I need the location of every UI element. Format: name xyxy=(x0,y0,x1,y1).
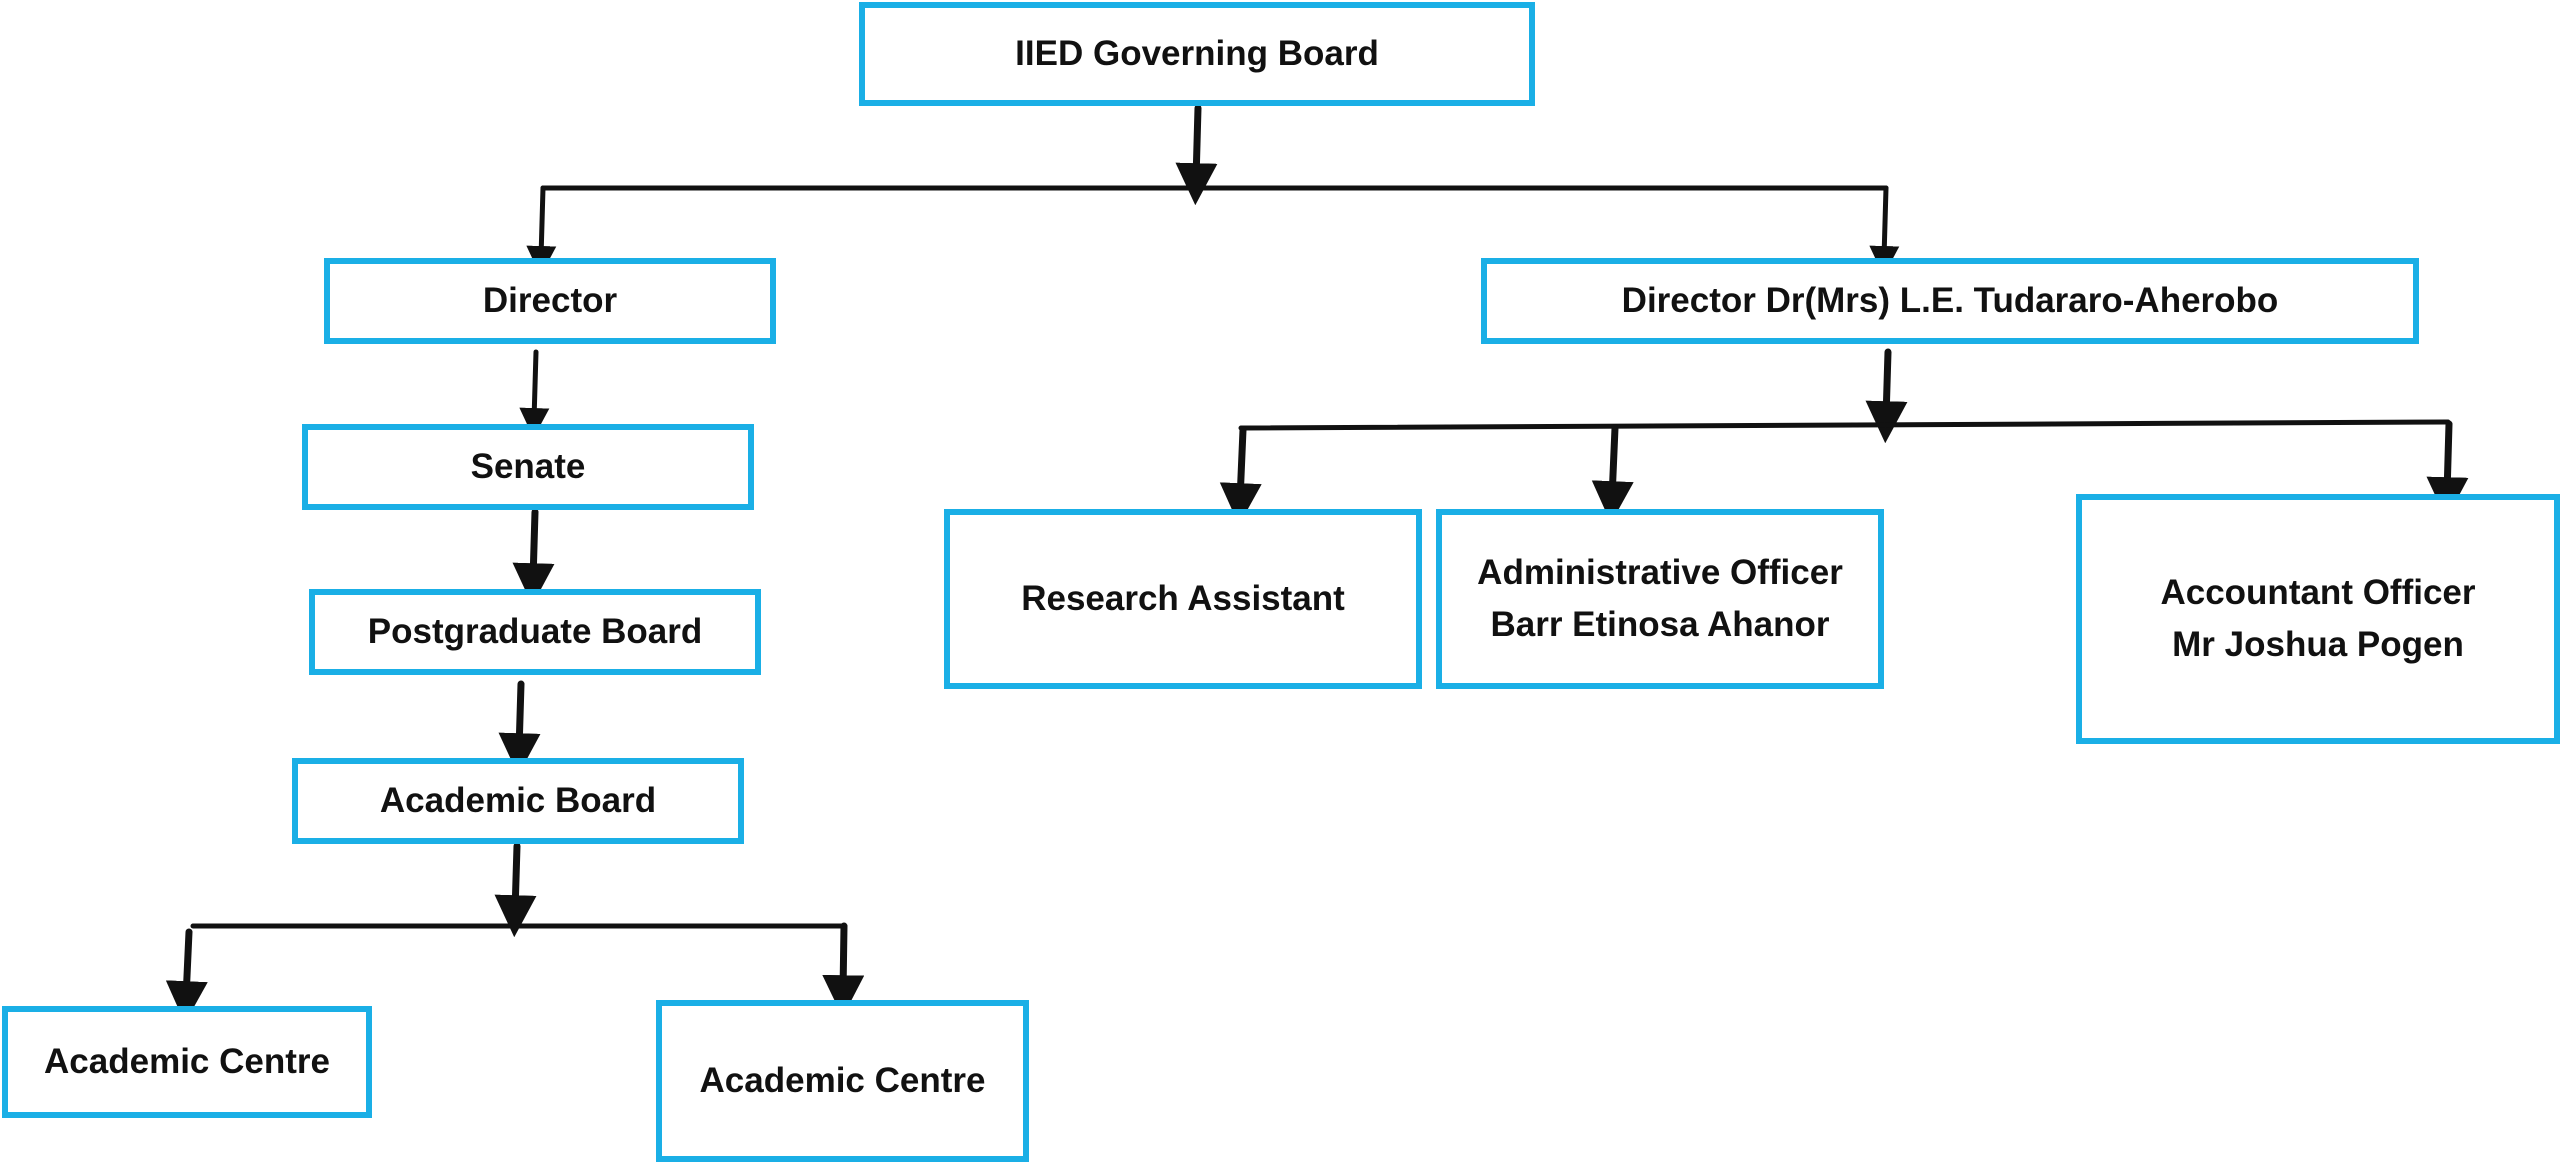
node-academic-centre-2: Academic Centre xyxy=(656,1000,1029,1162)
connector-director-to-senate xyxy=(519,349,550,438)
connector-board-to-bar xyxy=(1175,104,1218,206)
node-director-right: Director Dr(Mrs) L.E. Tudararo-Aherobo xyxy=(1481,258,2419,344)
connector-to-accountant-officer xyxy=(2426,420,2469,520)
node-research-assistant: Research Assistant xyxy=(944,509,1422,689)
node-person-name: Barr Etinosa Ahanor xyxy=(1490,605,1830,644)
connector-right-bar xyxy=(1238,419,2451,431)
node-person-name: Mr Joshua Pogen xyxy=(2172,625,2464,664)
node-title: Administrative Officer xyxy=(1477,552,1843,592)
connector-to-director-left xyxy=(526,185,557,276)
node-admin-officer: Administrative Officer Barr Etinosa Ahan… xyxy=(1436,509,1884,689)
node-label: Director Dr(Mrs) L.E. Tudararo-Aherobo xyxy=(1621,280,2279,320)
node-label: Postgraduate Board xyxy=(367,611,703,651)
node-label: Academic Centre xyxy=(699,1060,986,1100)
node-accountant-officer: Accountant Officer Mr Joshua Pogen xyxy=(2076,494,2560,744)
node-label: Director xyxy=(482,280,618,320)
connector-to-academic-centre-2 xyxy=(822,922,865,1018)
connector-senate-to-postgraduate xyxy=(512,508,555,606)
connector-to-academic-centre-1 xyxy=(165,928,208,1024)
node-label: IIED Governing Board xyxy=(1015,33,1379,73)
connector-postgraduate-to-academic-board xyxy=(498,680,541,776)
connector-academic-board-to-bar xyxy=(494,842,537,938)
node-governing-board: IIED Governing Board xyxy=(859,2,1535,106)
node-label: Senate xyxy=(470,446,586,486)
node-academic-board: Academic Board xyxy=(292,758,744,844)
connector-to-director-right xyxy=(1869,185,1900,276)
node-title: Accountant Officer xyxy=(2160,572,2476,612)
node-postgraduate-board: Postgraduate Board xyxy=(309,589,761,675)
connector-to-admin-officer xyxy=(1591,424,1634,524)
connector-to-research-assistant xyxy=(1219,426,1262,526)
node-label: Academic Board xyxy=(379,780,657,820)
node-label: Research Assistant xyxy=(1021,578,1345,618)
node-senate: Senate xyxy=(302,424,754,510)
connector-director-right-to-bar xyxy=(1865,348,1908,444)
node-label: Academic Centre xyxy=(44,1041,330,1081)
node-director-left: Director xyxy=(324,258,776,344)
node-academic-centre-1: Academic Centre xyxy=(2,1006,372,1118)
